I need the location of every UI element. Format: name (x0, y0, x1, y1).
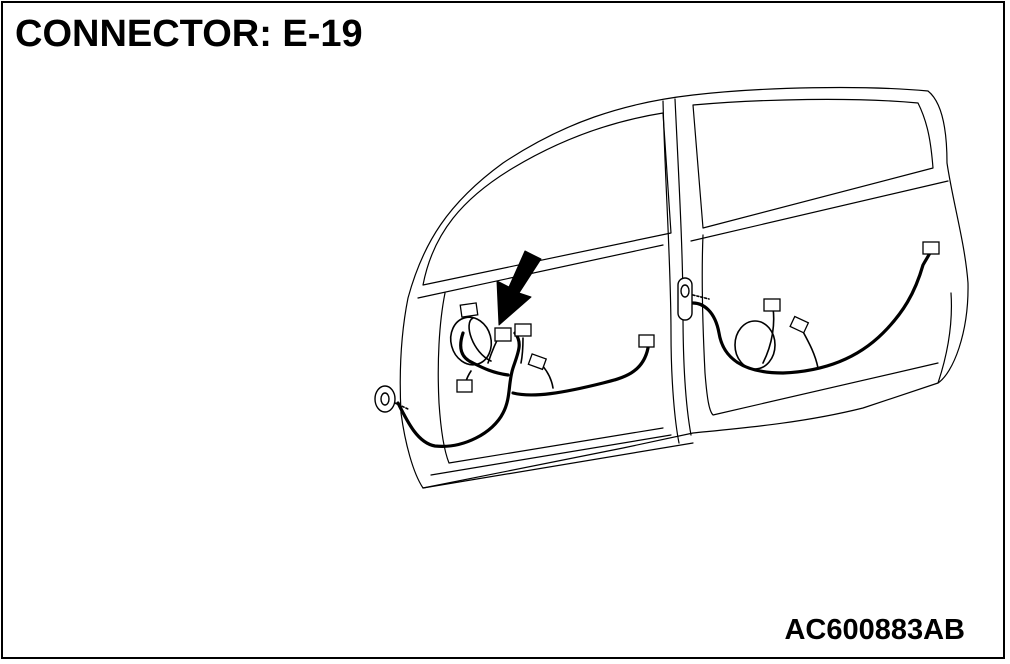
connector-e19-box (494, 327, 512, 342)
connector-box (514, 323, 532, 337)
arrow-down-left-icon (496, 250, 542, 326)
connector-blocks (456, 241, 940, 393)
connector-box (459, 302, 479, 318)
connector-box (638, 334, 655, 348)
rear-door-harness (691, 249, 933, 375)
vehicle-door-harness-diagram (374, 86, 969, 489)
connector-box (789, 315, 810, 334)
figure-reference-id: AC600883AB (784, 614, 965, 646)
connector-box (763, 298, 781, 312)
connector-box (922, 241, 940, 255)
connector-box (456, 379, 473, 393)
connector-title: CONNECTOR: E-19 (15, 13, 363, 55)
harness-grommets (374, 277, 710, 413)
vehicle-body-outline (399, 86, 969, 489)
connector-box (527, 353, 548, 371)
